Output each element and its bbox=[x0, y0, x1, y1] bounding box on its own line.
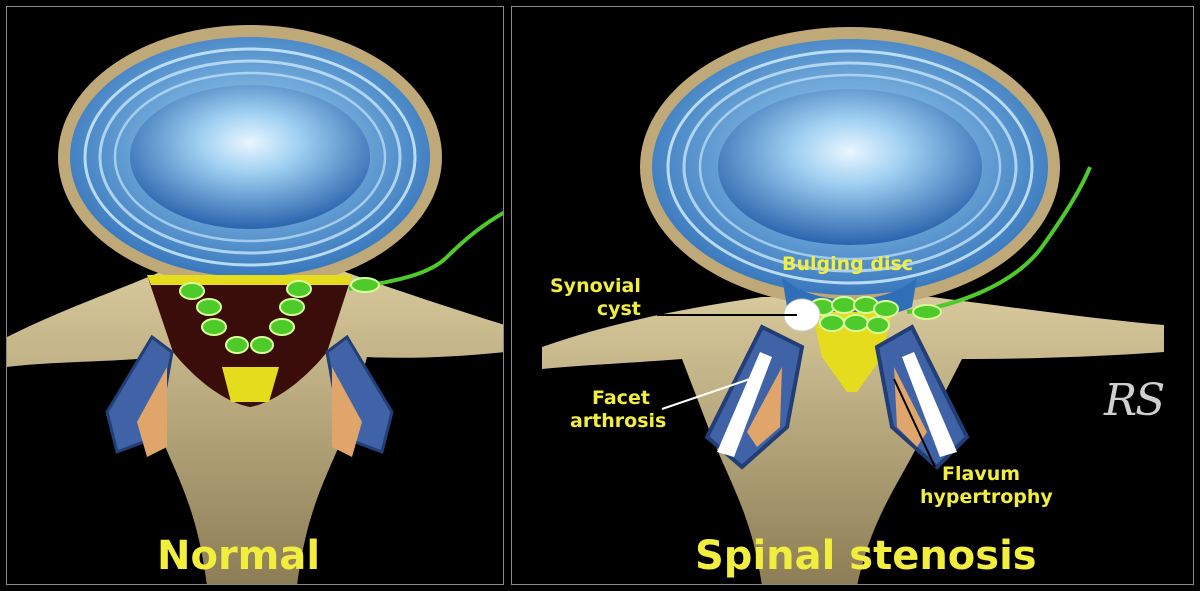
synovial-cyst-label-line2: cyst bbox=[596, 298, 641, 320]
bulging-disc-label: Bulging disc bbox=[782, 253, 914, 275]
vertebral-arch bbox=[542, 297, 1164, 584]
flavum-hypertrophy-label-line1: Flavum bbox=[942, 463, 1021, 485]
compressed-nerve-roots bbox=[809, 296, 899, 334]
facet-arthrosis-label-line2: arthrosis bbox=[570, 410, 667, 432]
vertebral-arch bbox=[7, 269, 503, 584]
synovial-cyst-label: Synovial cyst bbox=[550, 275, 641, 321]
nerve-roots bbox=[179, 280, 312, 354]
normal-vertebra-illustration bbox=[7, 25, 503, 584]
exiting-nerve bbox=[906, 166, 1092, 314]
flavum-hypertrophy-label-line2: hypertrophy bbox=[920, 486, 1053, 508]
facet-arthrosis-label: Facet arthrosis bbox=[570, 387, 666, 433]
artist-signature: RS bbox=[1104, 375, 1165, 426]
normal-panel: Normal bbox=[6, 6, 504, 585]
nucleus-pulposus bbox=[130, 85, 370, 229]
synovial-cyst-label-line1: Synovial bbox=[550, 275, 641, 297]
stenosis-panel: Bulging disc Synovial cyst Facet arthros… bbox=[511, 6, 1194, 585]
flavum-hypertrophy-leader bbox=[893, 378, 936, 468]
flavum-hypertrophy-label: Flavum hypertrophy bbox=[920, 463, 1053, 509]
ligamentum-flavum bbox=[222, 367, 279, 402]
stenosis-vertebra-illustration bbox=[542, 27, 1164, 584]
facet-arthrosis-leader bbox=[661, 378, 751, 410]
stenosis-caption: Spinal stenosis bbox=[695, 533, 1037, 579]
normal-caption: Normal bbox=[157, 533, 321, 579]
facet-arthrosis-label-line1: Facet bbox=[592, 387, 650, 409]
nucleus-pulposus bbox=[718, 89, 982, 245]
exiting-nerve bbox=[348, 210, 503, 291]
